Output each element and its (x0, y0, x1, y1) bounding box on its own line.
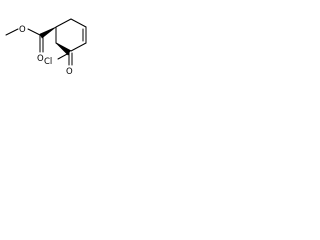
ester-carbonyl-oxygen-label: O (37, 54, 44, 64)
ring-bond-c2-c3 (70, 18, 87, 28)
acyl-chloride-group: O Cl (44, 42, 73, 77)
methyl-ester-group: O O (5, 25, 57, 64)
ring-bond-c1-c2 (55, 18, 72, 28)
acyl-oxygen-label: O (66, 67, 73, 77)
ester-c-o-bond (27, 28, 41, 36)
molecule-structure: O O O Cl (5, 18, 87, 77)
ester-wedge-bond (39, 26, 57, 39)
ester-ether-oxygen-label: O (19, 25, 26, 35)
methoxy-bond (5, 28, 19, 36)
ring-bond-c4-c5 (70, 42, 87, 52)
acyl-chlorine-label: Cl (44, 57, 52, 67)
acyl-c-cl-bond (57, 52, 70, 60)
